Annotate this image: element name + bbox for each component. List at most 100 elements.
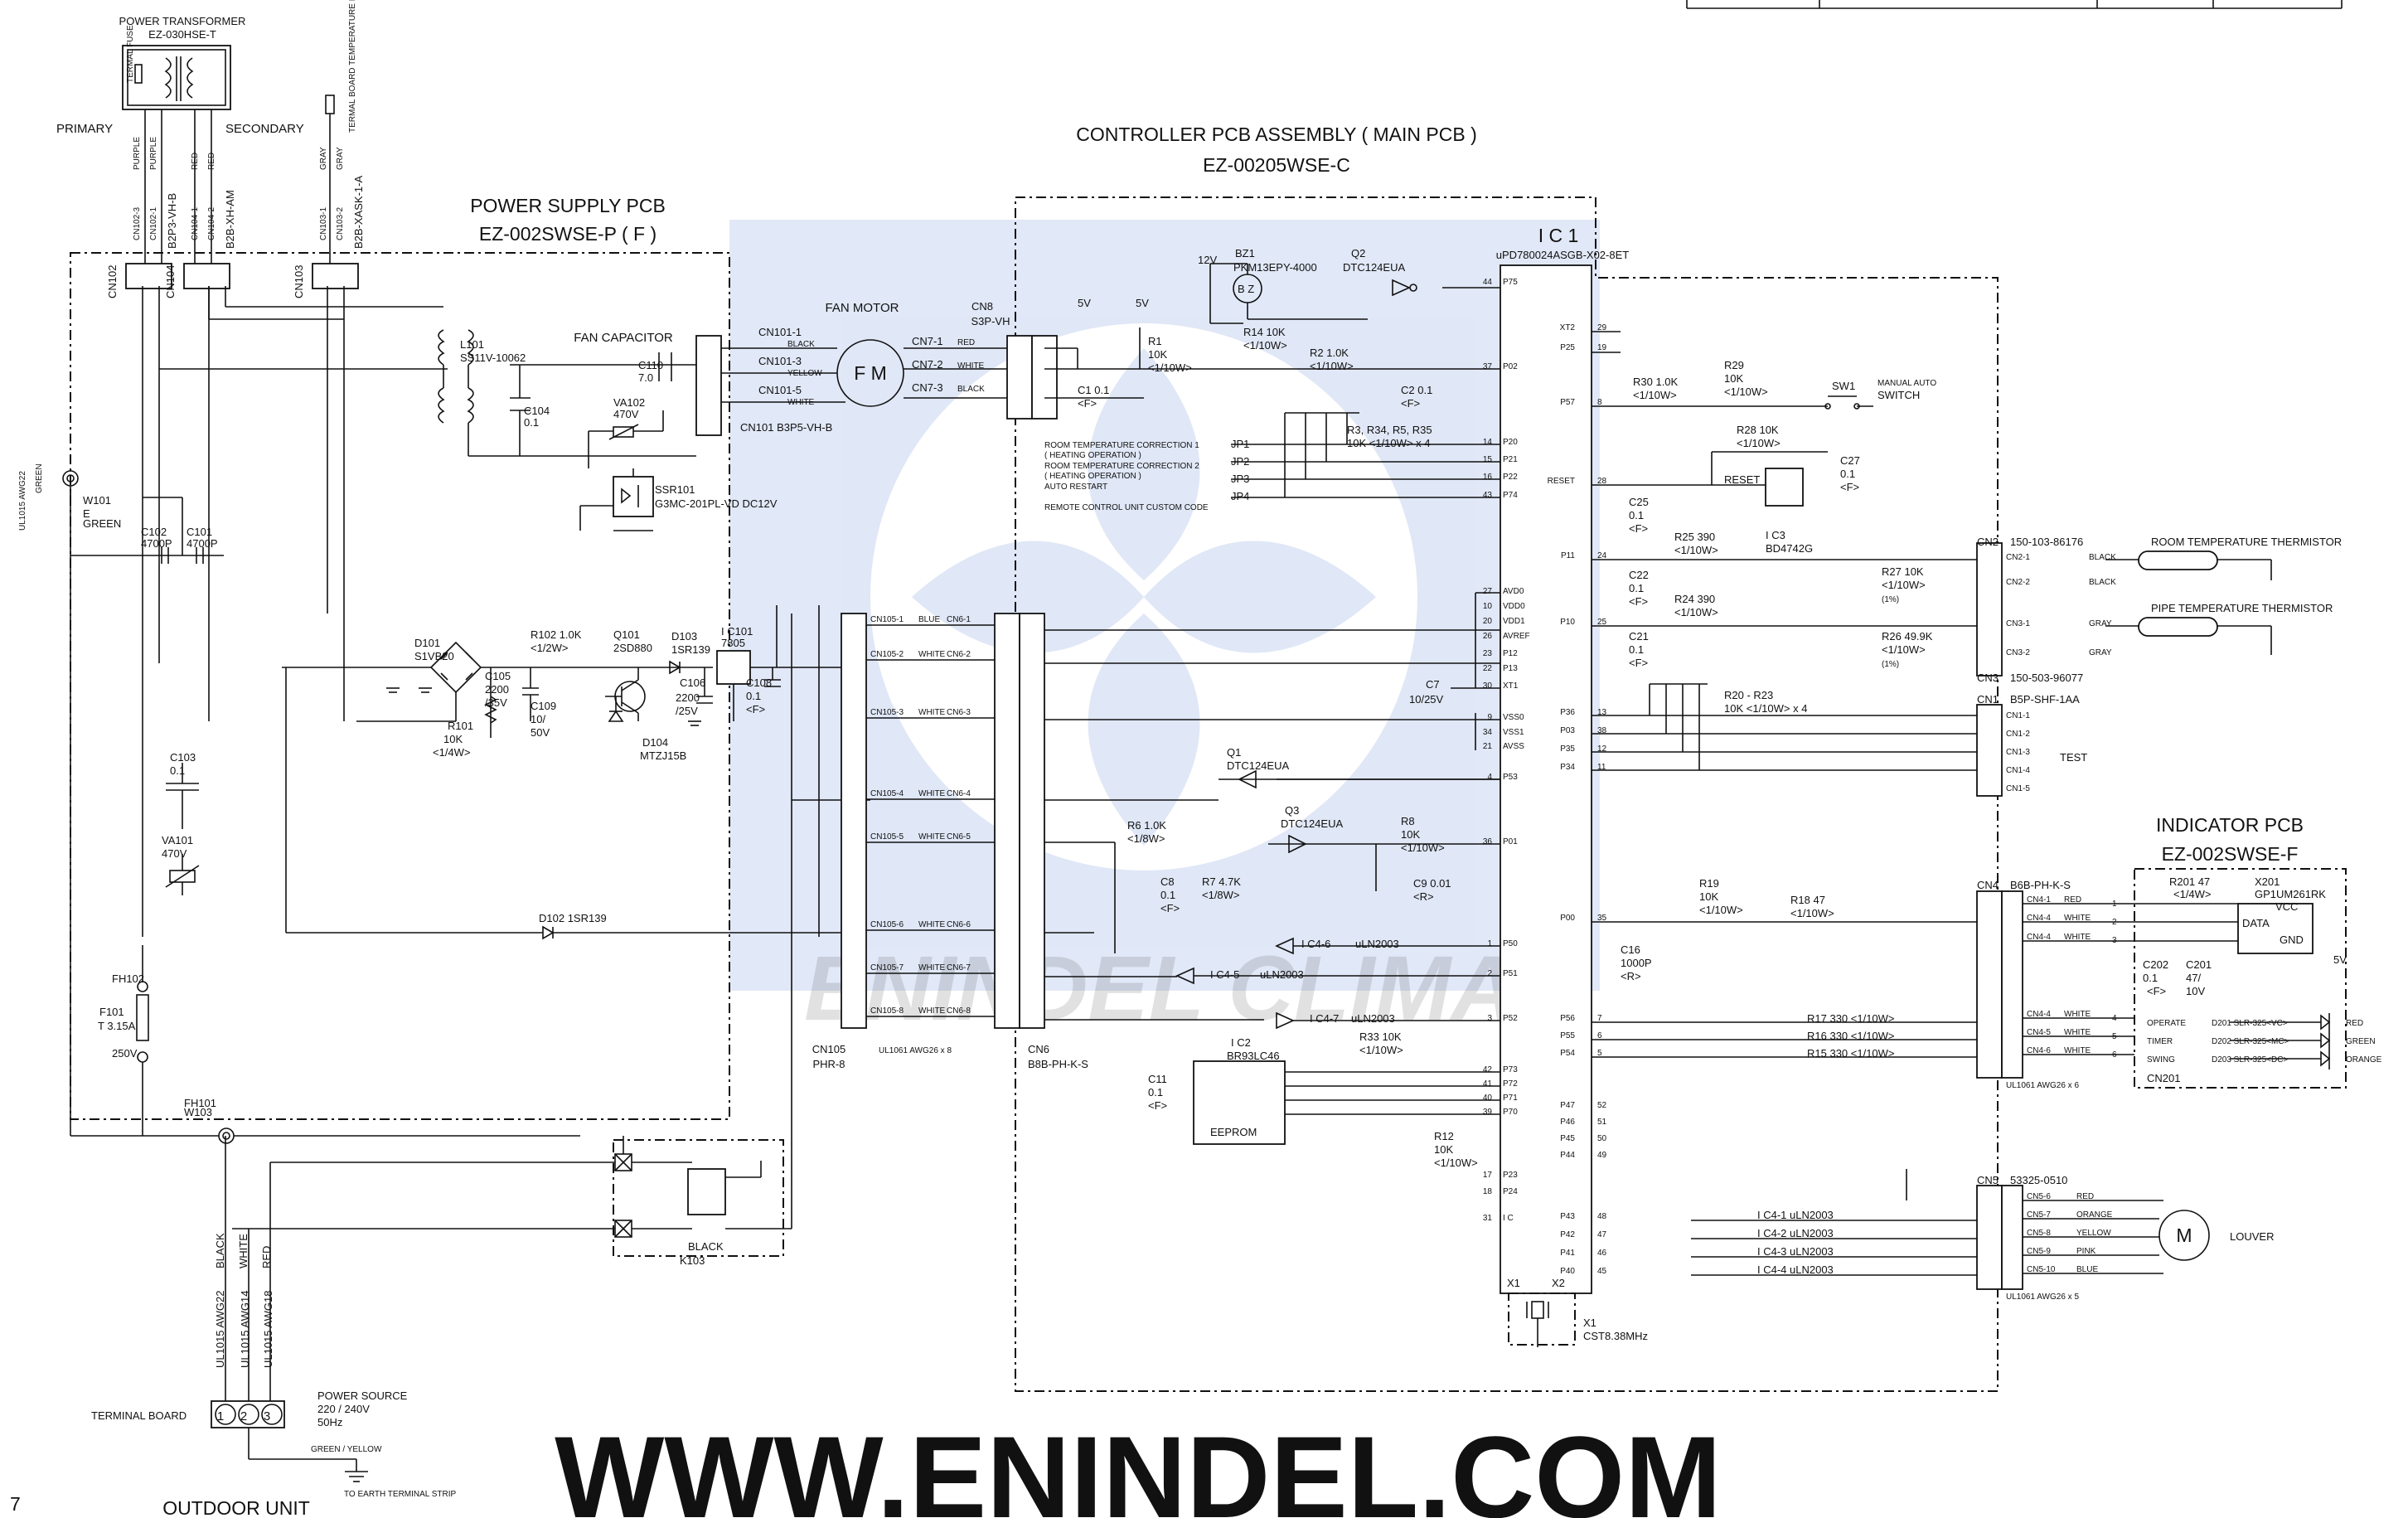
ic1-pin-name: P03 bbox=[1560, 726, 1575, 735]
controller-component-label: Q1 bbox=[1227, 746, 1241, 759]
ic1-pin-number: 8 bbox=[1597, 398, 1602, 407]
wire-color: RED bbox=[2064, 895, 2081, 904]
cn4-pin: CN4-4 bbox=[2027, 914, 2051, 923]
controller-pcb-outline bbox=[1015, 196, 1999, 1392]
indicator-led-color: RED bbox=[2346, 1019, 2363, 1028]
power-component-label: W103 bbox=[184, 1106, 212, 1118]
svg-text:I C 1: I C 1 bbox=[1538, 225, 1579, 246]
controller-component-label: <1/10W> bbox=[1359, 1044, 1403, 1056]
indicator-pin: 6 bbox=[2112, 1050, 2117, 1060]
ic1-pin-name: P74 bbox=[1503, 491, 1518, 500]
controller-component-label: ROOM TEMPERATURE CORRECTION 1 bbox=[1044, 441, 1199, 450]
power-component-label: D103 bbox=[671, 630, 697, 643]
ic1-pin-number: 15 bbox=[1483, 455, 1493, 464]
power-component-label: SSR101 bbox=[655, 483, 695, 496]
controller-component-label: CST8.38MHz bbox=[1583, 1330, 1648, 1342]
controller-component-label: ( HEATING OPERATION ) bbox=[1044, 451, 1141, 460]
controller-component-label: B Z bbox=[1238, 283, 1254, 295]
svg-text:F M: F M bbox=[854, 362, 887, 384]
ic1-pin-name: P42 bbox=[1560, 1230, 1575, 1239]
indicator-led-part: D203 SLR-325<DC> bbox=[2212, 1055, 2288, 1065]
controller-component-label: 10K bbox=[1699, 890, 1718, 903]
ic1-pin-number: 26 bbox=[1483, 632, 1493, 641]
controller-component-label: uLN2003 bbox=[1351, 1012, 1395, 1025]
wire-color: PINK bbox=[2076, 1247, 2096, 1256]
power-component-label: 2200 bbox=[676, 691, 700, 704]
ic1-pin-name: P35 bbox=[1560, 744, 1575, 754]
ic1-pin-number: 9 bbox=[1487, 713, 1492, 722]
svg-text:CN2: CN2 bbox=[1977, 536, 1999, 548]
controller-component-label: Q2 bbox=[1351, 247, 1365, 259]
ic1-pin-name: P44 bbox=[1560, 1151, 1575, 1160]
ic1-pin-name: P75 bbox=[1503, 278, 1518, 287]
ic1-pin-name: XT1 bbox=[1503, 681, 1519, 691]
cn5-pin: CN5-6 bbox=[2027, 1192, 2051, 1201]
ic1-pin-number: 30 bbox=[1483, 681, 1493, 691]
power-component-label: K103 bbox=[680, 1254, 705, 1267]
ic1-pin-number: 35 bbox=[1597, 914, 1607, 923]
controller-component-label: JP3 bbox=[1231, 473, 1249, 485]
ic1-pin-name: P10 bbox=[1560, 618, 1575, 627]
power-component-label: 0.1 bbox=[746, 690, 761, 702]
ic1-pin-name: P52 bbox=[1503, 1014, 1518, 1023]
svg-text:CN5: CN5 bbox=[1977, 1174, 1999, 1186]
cn5-pin: CN5-9 bbox=[2027, 1247, 2051, 1256]
controller-component-label: R17 330 <1/10W> bbox=[1807, 1012, 1895, 1025]
indicator-pcb-outline bbox=[2134, 868, 2347, 1089]
controller-component-label: (1%) bbox=[1882, 595, 1899, 604]
cn105-cn6-harness: CN105 PHR-8 UL1061 AWG26 x 8 CN6 B8B-PH-… bbox=[812, 613, 1088, 1070]
controller-component-label: DTC124EUA bbox=[1227, 759, 1289, 772]
controller-component-label: <1/10W> bbox=[1243, 339, 1287, 352]
ic1-pin-name: P13 bbox=[1503, 664, 1518, 673]
ic1-pin-number: 40 bbox=[1483, 1094, 1493, 1103]
ic1-pin-name: AVSS bbox=[1503, 742, 1524, 751]
ic1-pin-number: 31 bbox=[1483, 1214, 1493, 1223]
ic1-pin-name: VDD1 bbox=[1503, 617, 1525, 626]
indicator-led-part: D201 SLR-325<VC> bbox=[2212, 1019, 2288, 1028]
indicator-part: GP1UM261RK bbox=[2255, 888, 2326, 900]
indicator-part: X201 bbox=[2255, 875, 2280, 888]
power-component-label: 4700P bbox=[141, 537, 172, 550]
power-component-label: G4A-1A-E-PS bbox=[0, 0, 67, 2]
cn105-pin: CN105-2 bbox=[870, 650, 904, 659]
ic1-pin-number: 5 bbox=[1597, 1049, 1602, 1058]
svg-text:POWER TRANSFORMER: POWER TRANSFORMER bbox=[119, 15, 246, 27]
controller-component-label: Q3 bbox=[1285, 804, 1299, 817]
power-component-label: 10K bbox=[443, 733, 463, 745]
indicator-pin: 3 bbox=[2112, 936, 2117, 945]
wire-color: WHITE bbox=[918, 1006, 946, 1016]
controller-component-label: 1000P bbox=[1621, 957, 1652, 969]
controller-component-label: R18 47 bbox=[1790, 894, 1825, 906]
controller-component-label: R26 49.9K bbox=[1882, 630, 1933, 643]
ic1-pin-number: 3 bbox=[1487, 1014, 1492, 1023]
controller-component-label: R6 1.0K bbox=[1127, 819, 1166, 832]
cn1-pin: CN1-1 bbox=[2006, 711, 2030, 720]
cn1-pin: CN1-5 bbox=[2006, 784, 2030, 793]
power-component-label: I C101 bbox=[721, 625, 753, 638]
power-component-label: MTZJ15B bbox=[640, 749, 686, 762]
indicator-pin: 1 bbox=[2112, 900, 2117, 909]
ic1-pin-number: 4 bbox=[1487, 773, 1492, 782]
power-component-label: 7.0 bbox=[638, 371, 653, 384]
ic1-pin-name: I C bbox=[1503, 1214, 1514, 1223]
indicator-led-function: TIMER bbox=[2147, 1037, 2173, 1046]
controller-component-label: X1 bbox=[1507, 1277, 1520, 1289]
fan-motor: FAN MOTOR FAN CAPACITOR F M CN8 S3P-VH C… bbox=[574, 300, 1058, 436]
controller-component-label: <F> bbox=[1629, 657, 1648, 669]
ic1-pin-name: P43 bbox=[1560, 1212, 1575, 1221]
indicator-part: <F> bbox=[2147, 985, 2166, 997]
controller-component-label: C27 bbox=[1840, 454, 1860, 467]
indicator-part: DATA bbox=[2242, 917, 2270, 929]
controller-component-label: R19 bbox=[1699, 877, 1719, 890]
ic1-pin-number: 12 bbox=[1597, 744, 1607, 754]
cn4-pin: CN4-5 bbox=[2027, 1028, 2051, 1037]
indicator-part: C201 bbox=[2186, 958, 2212, 971]
power-component-label: BLACK bbox=[688, 1240, 724, 1253]
connector-id: CN102 bbox=[106, 265, 119, 298]
controller-component-label: I C4-1 uLN2003 bbox=[1757, 1209, 1834, 1221]
controller-component-label: <F> bbox=[1401, 397, 1420, 410]
controller-component-label: <F> bbox=[1160, 902, 1180, 914]
controller-component-label: 0.1 bbox=[1629, 582, 1644, 594]
